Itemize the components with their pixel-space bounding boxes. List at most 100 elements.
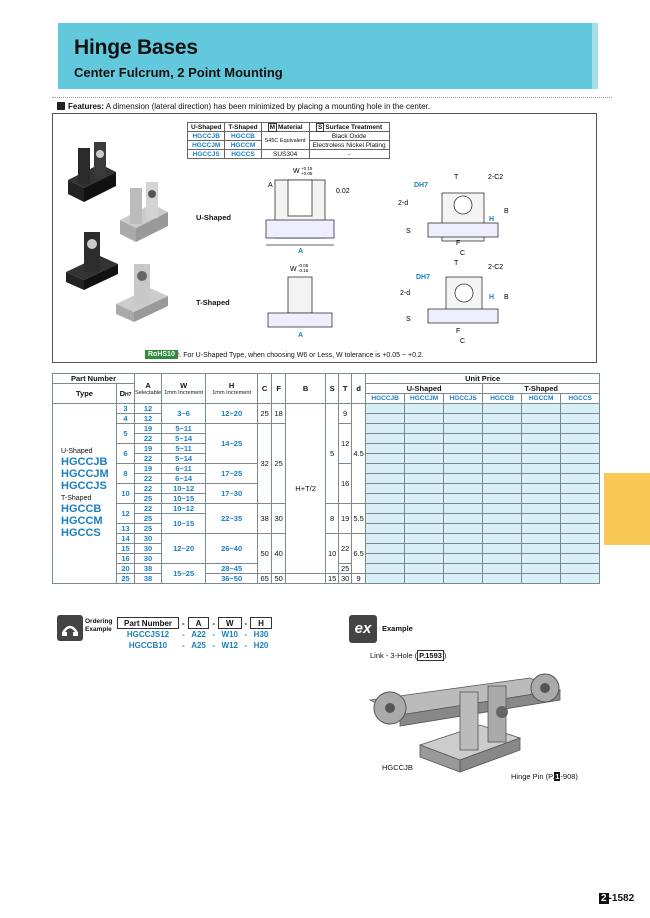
price-cell [365,562,406,574]
page-section: 2 [599,893,609,904]
order-cell: A22 [191,629,206,639]
u-shaped-label: U-Shaped [196,213,232,222]
h-cell: 36~50 [205,572,259,584]
price-cell [482,442,523,454]
pin-section-ref[interactable]: 1 [554,772,561,781]
price-cell [521,532,562,544]
silver-u-bracket-image [120,182,168,242]
d-cell: 15 [116,542,135,554]
price-cell [560,412,601,424]
w-cell: 10~12 [161,482,207,494]
price-cell [482,502,523,514]
ordering-phone-icon [57,615,83,641]
pin-text: Hinge Pin (P. [511,772,555,781]
price-cell [482,412,523,424]
order-head-dash: - [212,618,216,628]
d-cell: 5 [116,422,135,444]
price-cell [404,522,445,534]
c-cell: 32 [257,422,273,504]
mat-header-u: U-Shaped [186,122,226,132]
t-cell: 30 [338,572,353,584]
a-cell: 22 [133,472,163,484]
order-cell: - [244,640,248,650]
price-cell [365,442,406,454]
f-label: F [456,240,460,247]
price-cell [365,462,406,474]
s-header: S [325,373,340,404]
a-cell: 22 [133,432,163,444]
u-front-view [265,179,335,246]
w-cell: 15~25 [161,562,207,584]
price-cell [521,452,562,464]
d-small-cell: 6.5 [351,532,367,574]
price-cell [521,432,562,444]
b-cell-empty [285,572,327,584]
price-cell [443,492,484,504]
part-number-header: Part Number [52,373,135,384]
price-cell [521,522,562,534]
f-header: F [271,373,287,404]
price-cell [404,492,445,504]
w-tol-label: W [293,168,300,175]
w-header-sub: 1mm Increment [164,389,204,396]
u-part-number: HGCCJS [61,479,107,492]
price-cell [521,572,562,584]
c2-label: 2-C2 [488,174,503,181]
price-cell [404,542,445,554]
f-cell: 40 [271,532,287,574]
h-cell: 14~25 [205,422,259,464]
f-label-t: F [456,328,460,335]
order-cell: - [244,629,248,639]
t-shaped-label: T-Shaped [196,298,230,307]
d-header: DH7 [116,383,135,404]
warning-icon: ⚠ [175,352,182,359]
link-page-ref[interactable]: P.1593 [417,650,444,661]
mat-header-surface-label: Surface Treatment [325,123,383,131]
order-cell: - [212,640,216,650]
w-cell: 6~11 [161,462,207,474]
w-tol2-up: -0.05 [298,263,309,268]
price-cell [482,542,523,554]
w-tol-up: +0.15 [301,166,313,171]
price-cell [482,472,523,484]
technical-drawings: W +0.15 +0.05 0.02 A A DH7 T 2-C2 2-d B … [265,166,509,345]
order-cell: W12 [221,640,238,650]
t-side-view [427,276,499,324]
price-cell [443,412,484,424]
features-line: Features: A dimension (lateral direction… [57,102,430,111]
price-cell [560,552,601,564]
ordering-label-1: Ordering [85,618,113,625]
h-header-label: H [228,380,235,390]
price-cell [560,522,601,534]
section-side-tab[interactable] [604,473,650,545]
a-cell: 30 [133,532,163,544]
price-cell [365,432,406,444]
mat-cell: HGCCJM [186,140,226,150]
price-cell [443,562,484,574]
price-cell [560,482,601,494]
a-header-label: A [145,380,151,390]
order-head-w: W [218,617,242,629]
price-cell [365,572,406,584]
f-cell: 18 [271,402,287,424]
price-col-code: HGCCJM [404,393,445,404]
silver-t-bracket-image [116,264,168,322]
pin-label: Hinge Pin (P.1-908) [511,772,578,781]
price-cell [443,422,484,434]
d-cell: 3 [116,402,135,414]
a-cell: 12 [133,412,163,424]
price-cell [482,562,523,574]
t-label-t: T [454,260,459,267]
page-num: -1582 [608,893,635,904]
rohs-badge: RoHS10 [145,350,178,359]
t-shaped-header: T-Shaped [482,383,601,394]
price-cell [521,472,562,484]
f-cell: 30 [271,502,287,534]
